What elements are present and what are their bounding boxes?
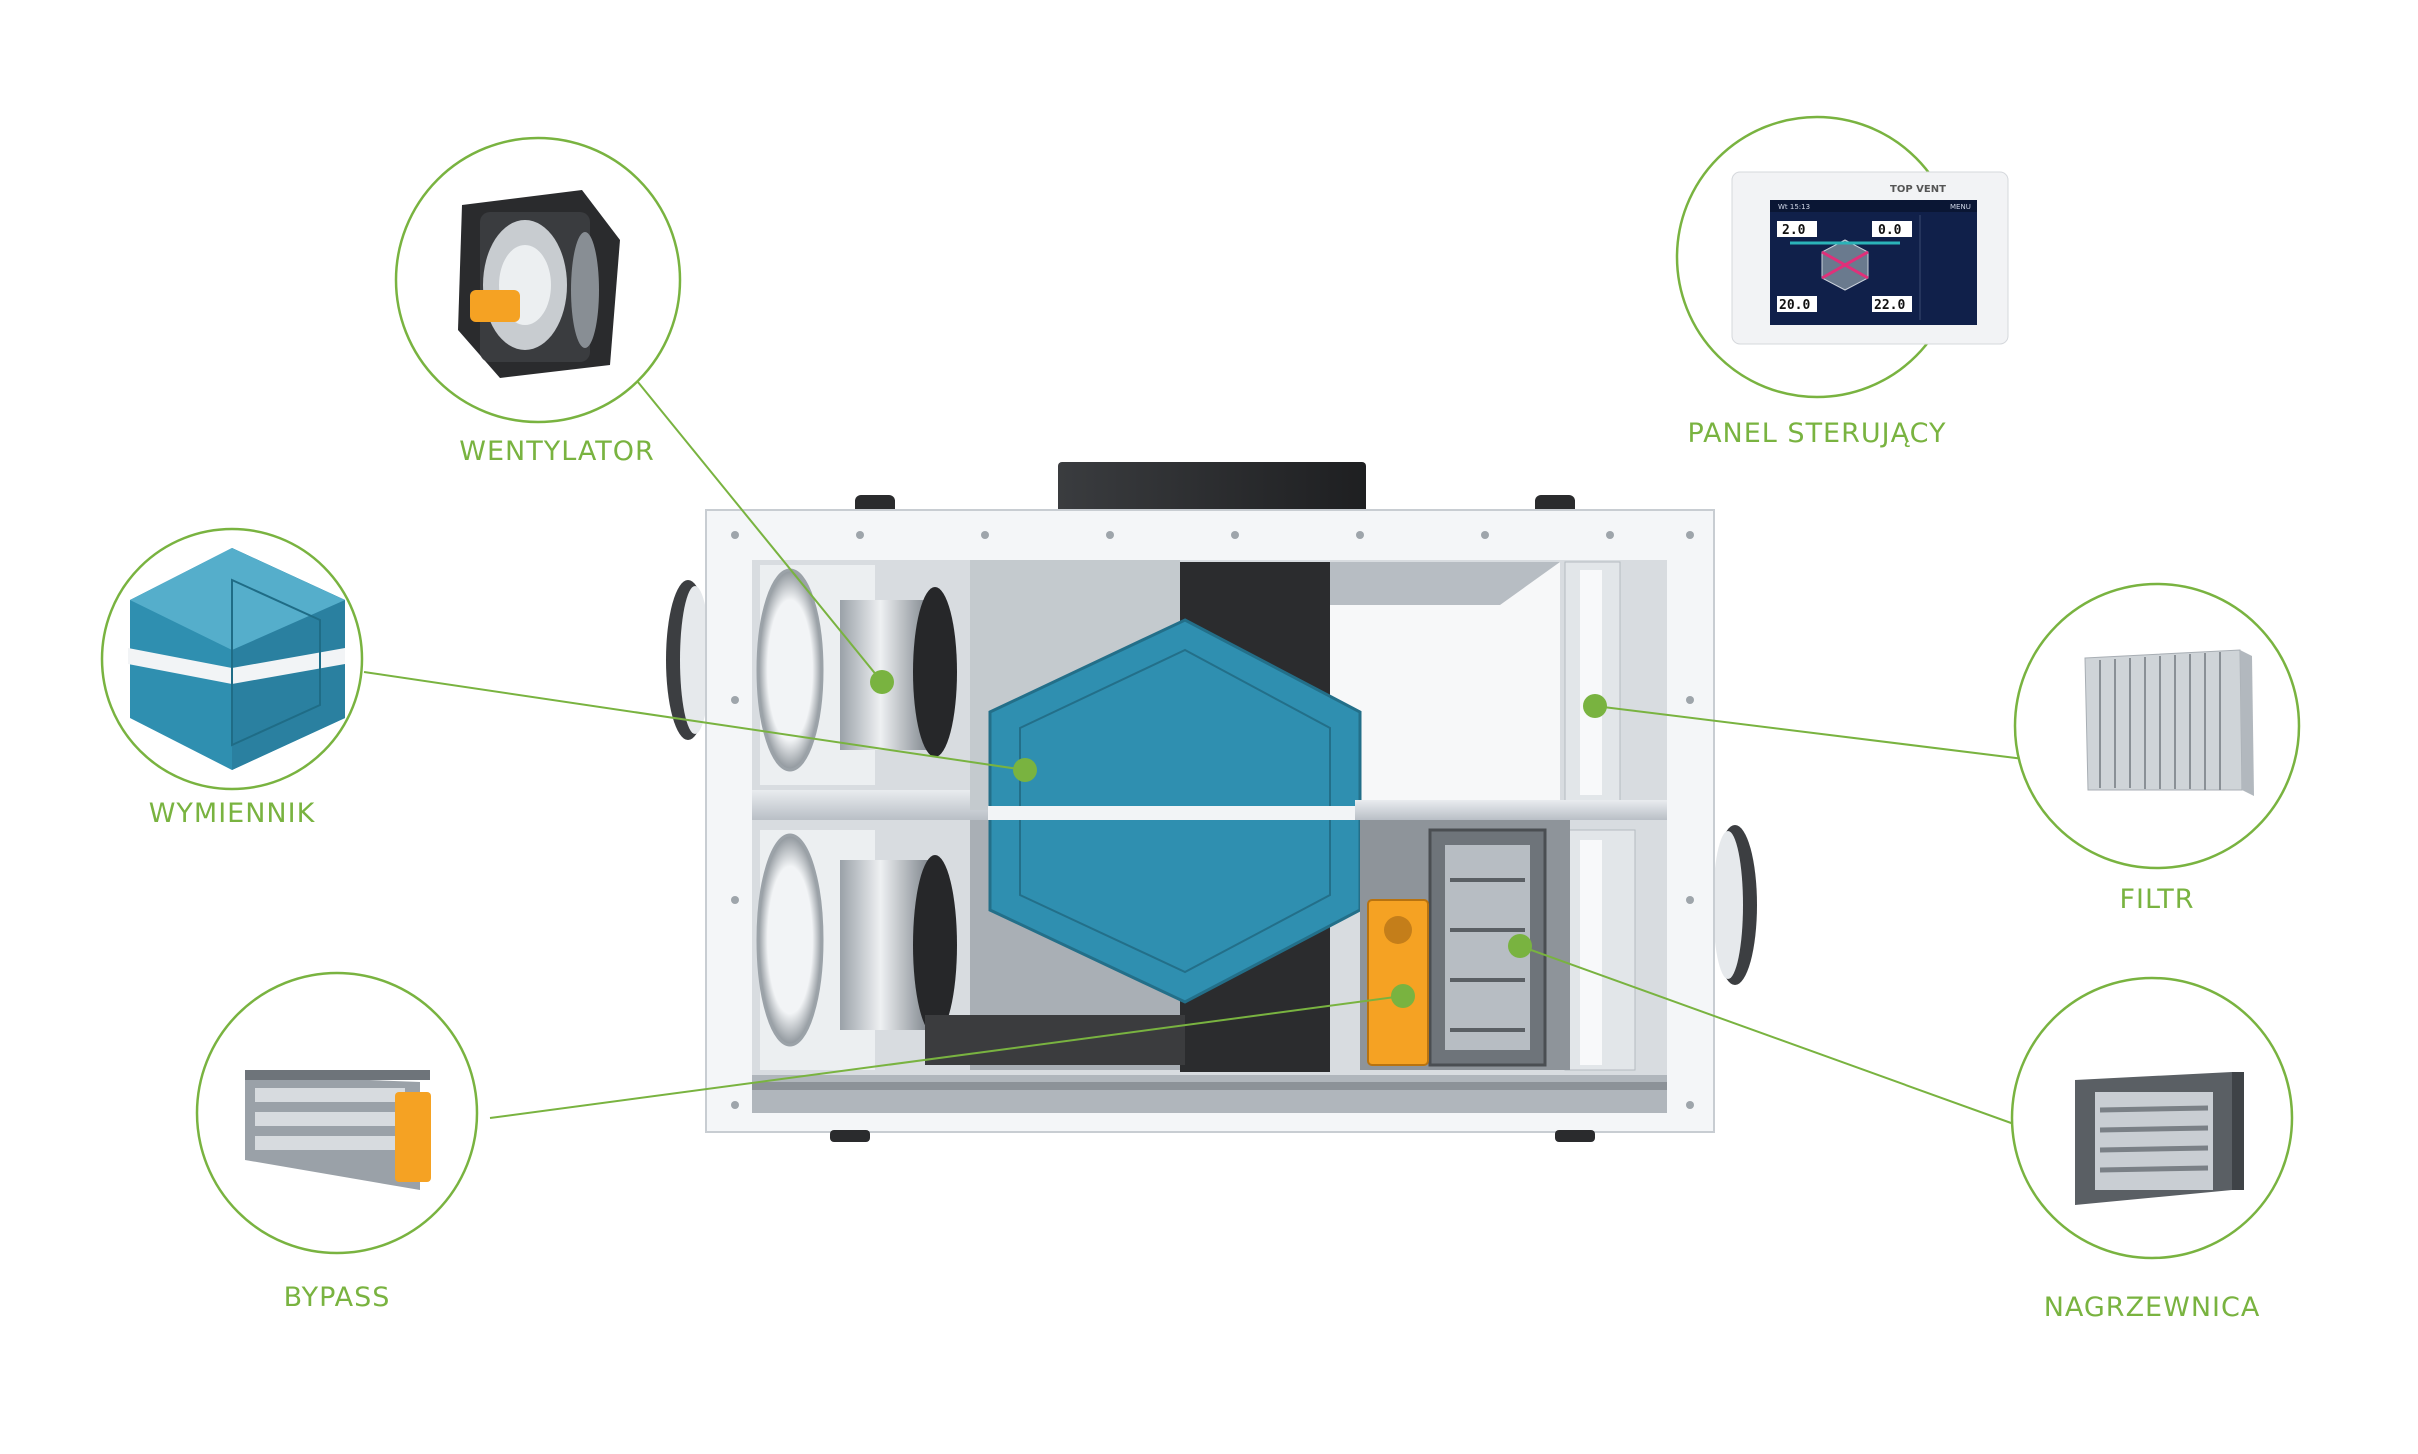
callout-bypass: [195, 971, 479, 1255]
bypass-actuator: [1367, 899, 1429, 1066]
callout-dot-filtr: [1583, 694, 1607, 718]
panel-brand: TOP VENT: [1890, 184, 1946, 195]
panel-value-bottom-right: 22.0: [1874, 298, 1905, 313]
fan-icon: [458, 190, 620, 378]
callout-dots: [870, 670, 1607, 1008]
control-panel-icon: TOP VENT Wt 15:13 MENU 2.0 0.0 20.0 22.0: [1731, 171, 2009, 345]
callout-filtr: [2013, 582, 2301, 870]
leader-lines: [363, 359, 2033, 1129]
label-panel-sterujacy: PANEL STERUJĄCY: [1687, 418, 1947, 449]
label-bypass: BYPASS: [283, 1282, 391, 1313]
panel-value-bottom-left: 20.0: [1779, 298, 1810, 313]
panel-time: Wt 15:13: [1778, 203, 1810, 211]
callout-dot-bypass: [1391, 984, 1415, 1008]
callout-nagrzewnica: [2010, 976, 2294, 1260]
filter-icon: [2084, 649, 2254, 796]
callout-dot-wymiennik: [1013, 758, 1037, 782]
label-wymiennik: WYMIENNIK: [148, 798, 316, 829]
panel-value-top-left: 2.0: [1782, 223, 1806, 238]
heat-exchanger-icon: [128, 548, 345, 770]
panel-menu: MENU: [1950, 203, 1971, 211]
label-wentylator: WENTYLATOR: [459, 436, 655, 467]
left-fan-lower: [756, 830, 957, 1070]
bypass-damper-icon: [245, 1070, 431, 1190]
callout-dot-nagrzewnica: [1508, 934, 1532, 958]
callout-wymiennik: [100, 527, 364, 791]
label-nagrzewnica: NAGRZEWNICA: [2043, 1292, 2261, 1323]
heat-exchanger: [988, 618, 1362, 1004]
callout-dot-wentylator: [870, 670, 894, 694]
panel-value-top-right: 0.0: [1878, 223, 1902, 238]
main-unit: [666, 462, 1757, 1142]
electrical-box: [1058, 462, 1366, 514]
heater-icon: [2075, 1072, 2244, 1205]
callout-wentylator: [394, 136, 682, 424]
callout-panel: TOP VENT Wt 15:13 MENU 2.0 0.0 20.0 22.0: [1675, 115, 2009, 399]
label-filtr: FILTR: [2119, 884, 2195, 915]
